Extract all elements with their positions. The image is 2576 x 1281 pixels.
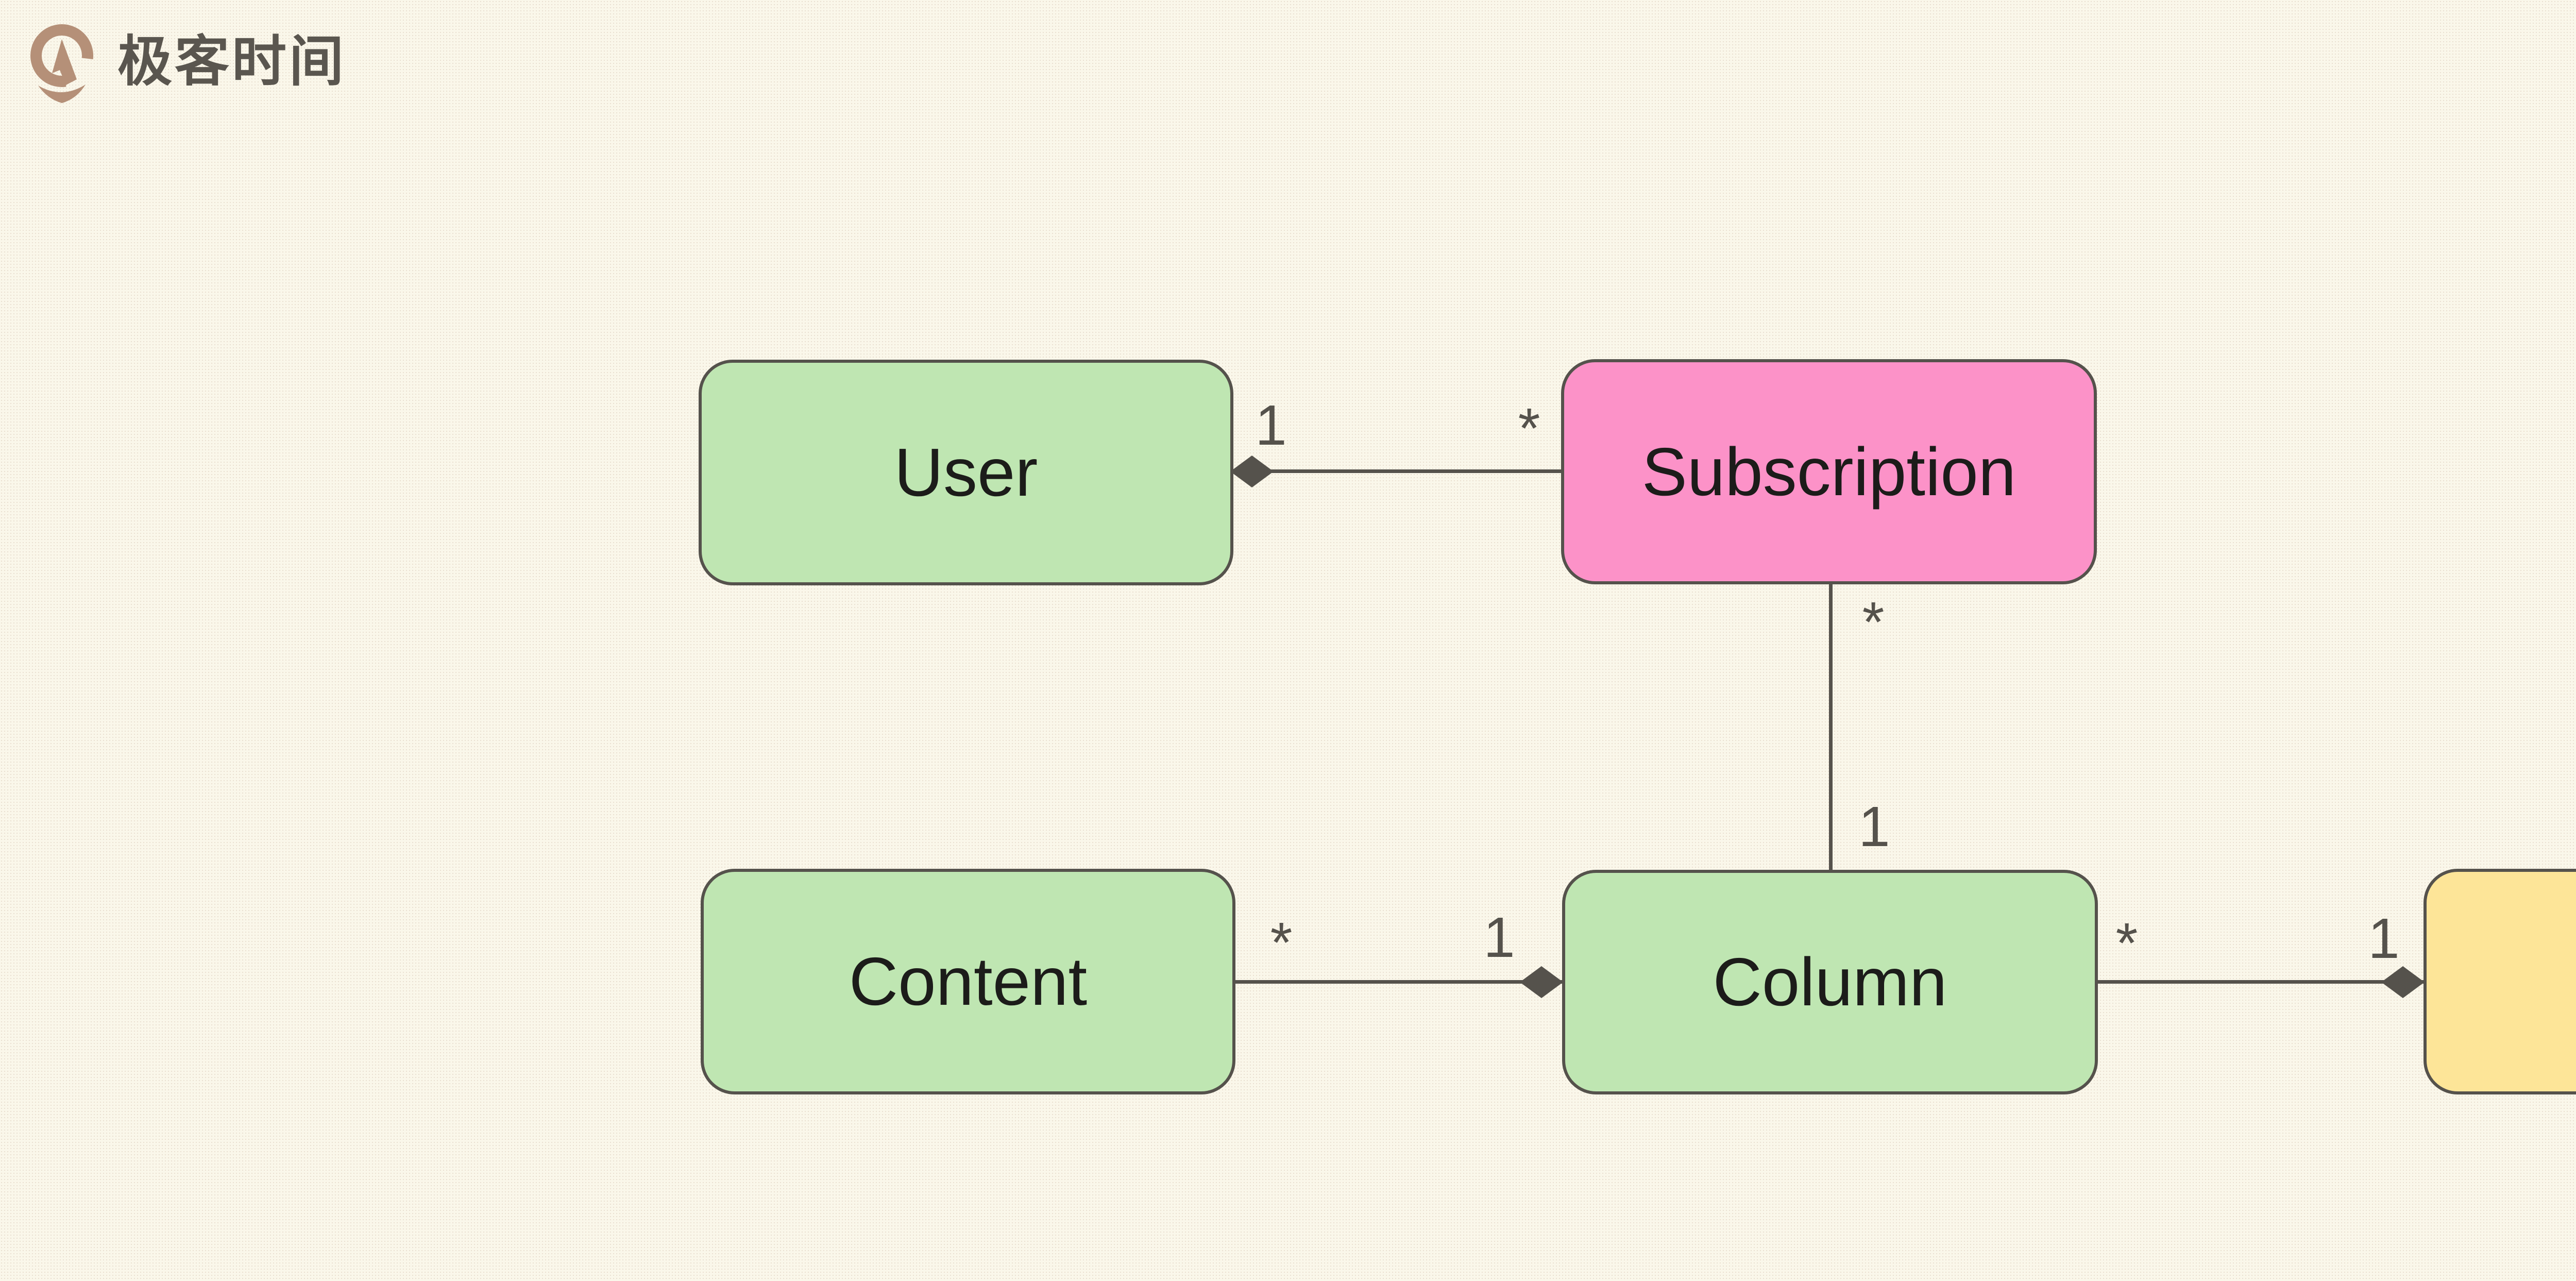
entity-content-label: Content: [849, 943, 1088, 1019]
connector-subscription-column: [1829, 583, 1833, 871]
connector-user-subscription: [1232, 469, 1562, 473]
entity-subscription-label: Subscription: [1641, 433, 2016, 510]
entity-subscription[interactable]: Subscription: [1561, 359, 2097, 584]
entity-user[interactable]: User: [699, 360, 1233, 585]
multiplicity-author-side: 1: [2368, 907, 2400, 970]
multiplicity-user-side: 1: [1255, 394, 1287, 457]
multiplicity-content-side: *: [1270, 911, 1293, 974]
entity-column[interactable]: Column: [1562, 870, 2098, 1094]
brand-name: 极客时间: [117, 31, 346, 92]
multiplicity-subscription-left-side: *: [1518, 397, 1540, 460]
brand-logo: 极客时间: [25, 18, 346, 106]
composition-diamond-author-icon: [2381, 966, 2425, 998]
connector-column-author: [2097, 980, 2425, 984]
multiplicity-column-left-side: 1: [1483, 906, 1515, 969]
entity-user-label: User: [894, 434, 1038, 510]
multiplicity-column-top-side: 1: [1858, 795, 1890, 858]
entity-author[interactable]: Author: [2424, 869, 2576, 1094]
multiplicity-column-right-side: *: [2115, 912, 2138, 975]
multiplicity-subscription-bottom-side: *: [1862, 591, 1885, 654]
composition-diamond-column-icon: [1520, 966, 1563, 998]
connector-content-column: [1234, 980, 1563, 984]
geektime-logo-icon: [30, 24, 93, 103]
composition-diamond-user-icon: [1230, 456, 1274, 487]
entity-column-label: Column: [1713, 944, 1947, 1020]
entity-content[interactable]: Content: [701, 869, 1235, 1094]
